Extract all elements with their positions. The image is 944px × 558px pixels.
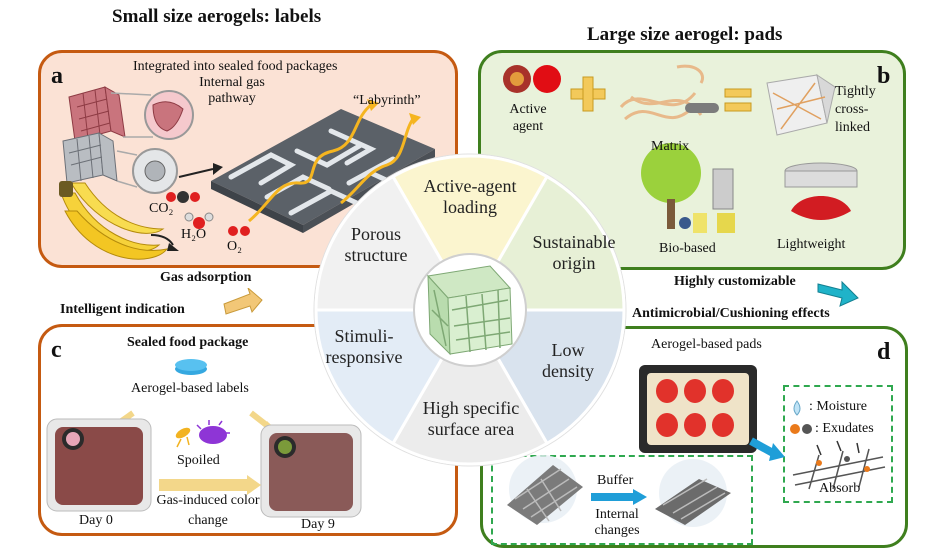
aerogel-labels-text: Aerogel-based labels [131,381,249,396]
buffer-label: Buffer [597,473,634,488]
grey-porous-block [62,132,118,184]
absorb-mesh [792,440,886,490]
banana-bunch [59,181,169,260]
bacteria-icons [175,420,230,448]
lightweight-label: Lightweight [777,237,846,252]
co2-molecule [166,191,200,203]
tree-illustration [641,143,735,233]
co2-label: CO₂ [149,201,174,216]
h2o-label: H₂O [181,227,207,242]
h2o-molecule [184,212,214,229]
meat-tray-day9 [260,424,362,518]
active-agent-icons [503,65,561,93]
day0-label: Day 0 [79,513,113,528]
panel-a-title: Integrated into sealed food packages [133,59,338,74]
gas-adsorption-label: Gas adsorption [160,270,252,285]
meat-tray-day0 [46,418,152,512]
exudate-orange-dot [790,424,800,434]
bio-based-label: Bio-based [659,241,716,256]
red-porous-block [68,86,126,142]
wheel-segment [390,306,550,466]
aerogel-block-before [507,455,583,525]
exudates-label: : Exudates [815,421,874,436]
moisture-label: : Moisture [809,399,867,414]
matrix-rod [685,103,719,113]
labyrinth-label: “Labyrinth” [353,93,421,108]
panel-d-illustration [507,365,886,527]
absorb-dashed-box [783,385,893,503]
crosslinked-label: Tightly cross-linked [835,84,876,135]
matrix-label: Matrix [651,139,690,154]
customizable-arrow-icon [817,280,859,307]
wheel-label-stimuli: Stimuli-responsive [325,326,403,367]
wheel-label-low-density: Low density [542,340,594,381]
strawberry-pad-photo [639,365,757,453]
panel-d-letter: d [877,339,891,365]
indication-arrow-icon [223,288,263,315]
crosslinked-cube [766,73,836,136]
plus-icon [570,76,606,112]
wheel-label-active-agent: Active-agent loading [423,176,517,217]
panel-a-letter: a [51,63,63,89]
properties-wheel [313,153,627,467]
day9-label: Day 9 [301,517,335,532]
panel-c-letter: c [51,337,62,363]
aerogel-block-after [655,459,731,527]
o2-label: O₂ [227,239,242,254]
effects-label: Antimicrobial/Cushioning effects [632,306,830,321]
absorb-label: Absorb [819,481,861,496]
intelligent-indication-label: Intelligent indication [60,302,185,317]
buffer-dashed-box [491,455,753,545]
wheel-label-porous: Porous structure [344,224,408,265]
highly-customizable-label: Highly customizable [674,274,796,289]
gas-pathway-label: Internal gas pathway [199,75,265,106]
panel-c-title: Sealed food package [127,335,249,350]
exudate-grey-dot [802,424,812,434]
lightweight-aerogel-on-flower [784,162,858,220]
moisture-drop-icon [793,400,801,416]
wheel-label-sustainable: Sustainable origin [532,232,616,273]
active-agent-label: Active agent [509,102,547,134]
panel-d-title: Aerogel-based pads [651,337,762,352]
o2-molecule [228,226,250,236]
color-change-label: Gas-induced color change [156,493,260,528]
wheel-label-surface-area: High specific surface area [422,398,520,439]
aerogel-cube-icon [427,265,513,356]
panel-b-illustration [503,64,858,233]
header-left: Small size aerogels: labels [112,6,322,27]
equals-icon [724,88,752,112]
panel-b-letter: b [877,63,891,89]
internal-changes-label: Internal changes [594,507,640,538]
header-right: Large size aerogel: pads [587,24,783,45]
wheel-segment [390,154,550,313]
panel-c-illustration [46,359,362,518]
spoiled-label: Spoiled [177,453,220,468]
